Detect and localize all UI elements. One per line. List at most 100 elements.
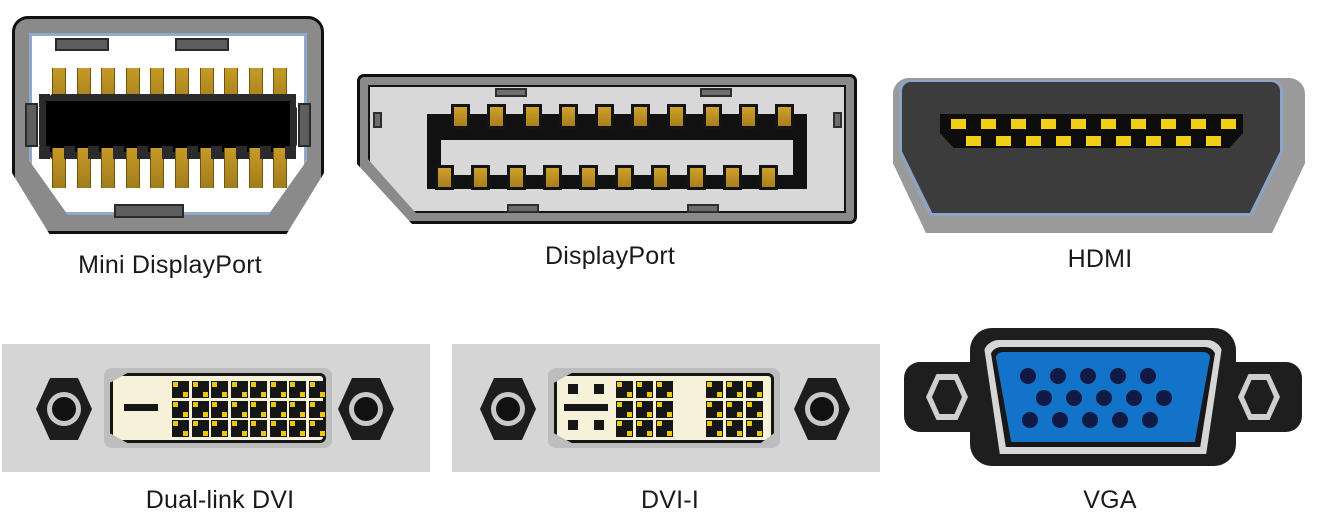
hdmi-pin-bottom-2: [996, 136, 1011, 146]
connector-dvi-i: DVI-I: [450, 338, 890, 531]
mini-displayport-tab-top-left: [55, 38, 109, 51]
connector-label-hdmi: HDMI: [1067, 245, 1133, 273]
hdmi-pin-bottom-3: [1026, 136, 1041, 146]
mini-displayport-pin-bottom-8: [224, 148, 239, 188]
displayport-pin-top-10: [775, 104, 794, 129]
dual-link-dvi-pin-r1-c2: [191, 381, 209, 398]
dual-link-dvi-pin-r2-c2: [191, 400, 209, 418]
vga-hole-r1-2: [1050, 368, 1066, 384]
dvi-i-pin-left-r2-c2: [636, 400, 653, 418]
displayport-pin-top-6: [631, 104, 650, 129]
dvi-i-pin-right-r3-c1: [706, 420, 723, 437]
mini-displayport-pin-bottom-3: [101, 148, 116, 188]
dvi-i-pin-left-r3-c2: [636, 420, 653, 437]
mini-displayport-nub-bottom-6: [162, 146, 173, 159]
vga-hole-r3-2: [1052, 412, 1068, 428]
displayport-pin-top-1: [451, 104, 470, 129]
displayport-pin-top-7: [667, 104, 686, 129]
connector-dual-link-dvi: Dual-link DVI: [0, 338, 440, 531]
hdmi-pin-top-10: [1221, 119, 1236, 129]
mini-displayport-nub-bottom-9: [235, 146, 247, 159]
displayport-tab-top-left: [495, 88, 527, 97]
mini-displayport-pin-bottom-10: [273, 148, 288, 188]
hdmi-pin-top-2: [981, 119, 996, 129]
displayport-cavity-right-bar: [793, 114, 807, 189]
hdmi-pin-top-6: [1101, 119, 1116, 129]
displayport-pin-top-3: [523, 104, 542, 129]
hdmi-pin-bottom-7: [1146, 136, 1161, 146]
connector-hdmi: HDMI: [885, 70, 1315, 293]
mini-displayport-nub-bottom-1: [39, 146, 50, 159]
displayport-tab-right: [833, 112, 842, 128]
hdmi-pin-top-8: [1161, 119, 1176, 129]
dvi-i-pin-right-r2-c1: [706, 400, 723, 418]
hdmi-pin-bottom-5: [1086, 136, 1101, 146]
hdmi-pin-top-1: [951, 119, 966, 129]
mini-displayport-pin-bottom-1: [52, 148, 66, 188]
dual-link-dvi-pin-r2-c3: [211, 400, 228, 418]
mini-displayport-nub-top-11: [285, 94, 296, 107]
dvi-i-pin-left-r2-c1: [616, 400, 633, 418]
hdmi-pin-bottom-6: [1116, 136, 1131, 146]
displayport-pin-top-5: [595, 104, 614, 129]
dual-link-dvi-pin-r2-c4: [230, 400, 248, 418]
displayport-pin-bottom-7: [651, 165, 670, 190]
hdmi-pin-bottom-1: [966, 136, 981, 146]
vga-hole-r1-5: [1140, 368, 1156, 384]
dvi-i-analog-pin-top-left: [568, 384, 578, 394]
dvi-i-pin-right-r3-c2: [726, 420, 743, 437]
mini-displayport-pin-bottom-7: [199, 148, 214, 188]
connector-displayport: DisplayPort: [355, 62, 865, 293]
dual-link-dvi-pin-r3-c7: [289, 420, 306, 437]
mini-displayport-pin-bottom-2: [76, 148, 91, 188]
dual-link-dvi-ground-blade: [124, 404, 158, 411]
dual-link-dvi-pin-r3-c1: [172, 420, 189, 437]
vga-hole-r3-5: [1142, 412, 1158, 428]
vga-hole-r2-1: [1036, 390, 1052, 406]
mini-displayport-pin-bottom-5: [150, 148, 165, 188]
displayport-pin-bottom-2: [471, 165, 490, 190]
dvi-i-screw-hole-left: [496, 397, 520, 421]
dvi-i-pin-right-r1-c2: [726, 381, 743, 398]
displayport-pin-top-9: [739, 104, 758, 129]
dual-link-dvi-pin-r1-c5: [250, 381, 267, 398]
vga-hole-r2-2: [1066, 390, 1082, 406]
dvi-i-pin-right-r2-c2: [726, 400, 743, 418]
mini-displayport-nub-bottom-7: [186, 146, 198, 159]
dual-link-dvi-pin-r2-c7: [289, 400, 306, 418]
displayport-tab-bottom-right: [687, 204, 719, 213]
dvi-i-pin-right-r1-c1: [706, 381, 723, 398]
dvi-i-pin-left-r3-c3: [656, 420, 673, 437]
dvi-i-screw-hole-right: [810, 397, 834, 421]
displayport-pin-bottom-8: [687, 165, 706, 190]
dual-link-dvi-pin-r1-c1: [172, 381, 189, 398]
vga-hole-r3-4: [1112, 412, 1128, 428]
connector-label-dual-link-dvi: Dual-link DVI: [145, 486, 295, 514]
connector-label-mini-displayport: Mini DisplayPort: [78, 251, 262, 279]
hdmi-pin-top-9: [1191, 119, 1206, 129]
dvi-i-pin-left-r2-c3: [656, 400, 673, 418]
hdmi-pin-bottom-4: [1056, 136, 1071, 146]
displayport-pin-bottom-3: [507, 165, 526, 190]
vga-hole-r3-3: [1082, 412, 1098, 428]
displayport-pin-bottom-5: [579, 165, 598, 190]
mini-displayport-nub-bottom-11: [285, 146, 296, 159]
mini-displayport-tab-bottom: [114, 204, 184, 218]
dual-link-dvi-pin-r1-c7: [289, 381, 306, 398]
dual-link-dvi-screw-hole-left: [52, 397, 76, 421]
dual-link-dvi-pin-r3-c8: [308, 420, 326, 437]
dual-link-dvi-pin-r2-c1: [172, 400, 189, 418]
mini-displayport-pin-bottom-4: [125, 148, 140, 188]
vga-hole-r1-1: [1020, 368, 1036, 384]
mini-displayport-nub-bottom-10: [260, 146, 272, 159]
mini-displayport-nub-bottom-2: [63, 146, 75, 159]
mini-displayport-nub-top-1: [39, 94, 50, 107]
dual-link-dvi-pin-r3-c5: [250, 420, 267, 437]
dual-link-dvi-pin-r2-c8: [308, 400, 326, 418]
hdmi-pin-top-5: [1071, 119, 1086, 129]
displayport-cavity-inner-bar: [441, 127, 793, 140]
vga-hole-r2-4: [1126, 390, 1142, 406]
displayport-pin-bottom-1: [435, 165, 454, 190]
displayport-pin-top-8: [703, 104, 722, 129]
